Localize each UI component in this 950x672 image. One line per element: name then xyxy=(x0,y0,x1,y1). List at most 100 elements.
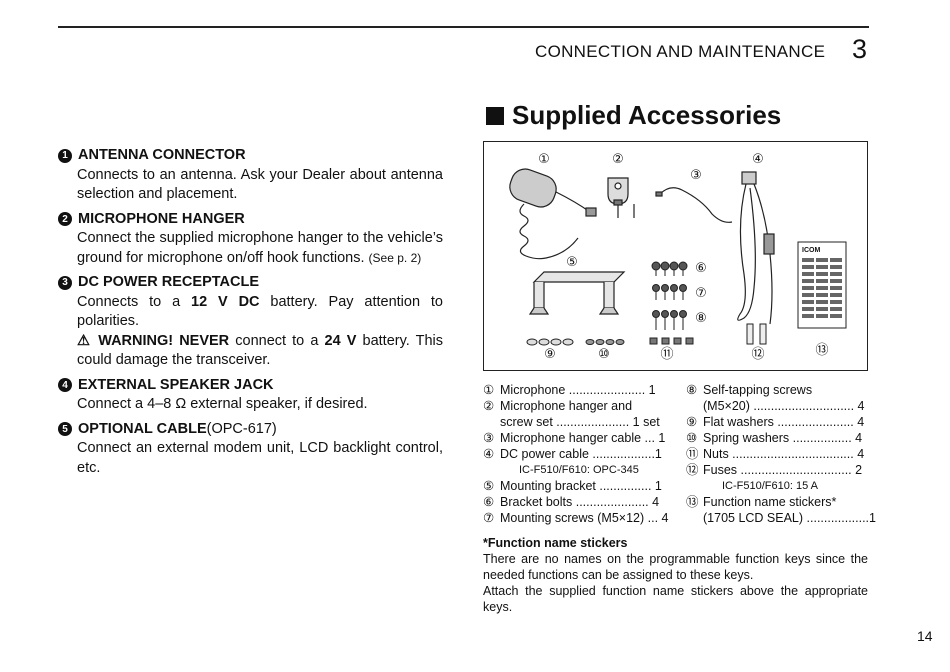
voltage-label: 24 V xyxy=(324,332,357,349)
item-text: IC-F510/F610: OPC-345 xyxy=(519,464,639,476)
figure-label: ⑩ xyxy=(598,347,610,362)
list-item: ⑬ Function name stickers* xyxy=(686,494,868,510)
item-number: ⑪ xyxy=(686,447,699,461)
section-title-text: Supplied Accessories xyxy=(512,100,782,130)
item-text: Mounting bracket ............... 1 xyxy=(500,479,662,493)
item-text: Bracket bolts ..................... 4 xyxy=(500,495,660,509)
item-text: (1705 LCD SEAL) ..................1 xyxy=(703,511,876,525)
item-text: IC-F510/F610: 15 A xyxy=(722,480,818,492)
item-text: Microphone hanger and xyxy=(500,399,633,413)
list-item: screw set ..................... 1 set xyxy=(483,414,668,430)
number-badge: 3 xyxy=(58,275,72,290)
hanger-cable-icon xyxy=(655,187,733,223)
note-paragraph: There are no names on the programmable f… xyxy=(483,552,868,582)
warning-text: battery. This could damage the transceiv… xyxy=(77,332,444,369)
square-bullet-icon xyxy=(486,106,504,125)
warning-text: connect to a xyxy=(229,332,325,349)
number-badge: 5 xyxy=(58,422,72,437)
description-text: Connects to a xyxy=(77,293,192,310)
item-text: screw set ..................... 1 set xyxy=(500,415,660,429)
item-number: ③ xyxy=(483,431,495,445)
figure-label: ③ xyxy=(690,168,702,183)
page-reference: (See p. 2) xyxy=(368,250,422,265)
mounting-screws-icon xyxy=(652,284,687,300)
connection-title: DC POWER RECEPTACLE xyxy=(78,274,259,290)
connection-item: 3 DC POWER RECEPTACLE Connects to a 12 V … xyxy=(58,273,443,371)
figure-label: ① xyxy=(538,152,550,167)
item-number: ⑥ xyxy=(483,495,495,509)
list-item: ⑦ Mounting screws (M5×12) ... 4 xyxy=(483,510,668,526)
item-text: Flat washers ...................... 4 xyxy=(703,415,865,429)
item-number: ⑨ xyxy=(686,415,698,429)
number-badge: 4 xyxy=(58,378,72,393)
function-stickers-note: *Function name stickers There are no nam… xyxy=(483,535,868,615)
item-text: DC power cable ..................1 xyxy=(500,447,662,461)
figure-label: ⑦ xyxy=(695,286,707,301)
note-title: *Function name stickers xyxy=(483,536,628,550)
figure-label: ⑨ xyxy=(544,347,556,362)
connection-description: Connects to a 12 V DC battery. Pay atten… xyxy=(77,293,443,371)
item-text: Fuses ................................ 2 xyxy=(703,463,863,477)
note-paragraph: Attach the supplied function name sticke… xyxy=(483,584,868,614)
nuts-icon xyxy=(649,337,694,345)
item-text: Mounting screws (M5×12) ... 4 xyxy=(500,511,669,525)
item-number: ⑦ xyxy=(483,511,495,525)
connection-description: Connect the supplied microphone hanger t… xyxy=(77,229,443,268)
description-text: Connect the supplied microphone hanger t… xyxy=(77,230,443,266)
warning-label: WARNING! NEVER xyxy=(98,332,230,349)
spring-washers-icon xyxy=(585,339,625,345)
figure-label: ⑧ xyxy=(695,311,707,326)
figure-label: ⑤ xyxy=(566,255,578,270)
figure-label: ⑬ xyxy=(815,343,828,358)
item-number: ④ xyxy=(483,447,495,461)
figure-label: ⑪ xyxy=(660,347,673,362)
item-text: (M5×20) ............................. 4 xyxy=(703,399,865,413)
list-item: ⑧ Self-tapping screws xyxy=(686,382,868,398)
figure-label: ④ xyxy=(752,152,764,167)
self-tapping-screws-icon xyxy=(652,310,687,330)
item-text: Function name stickers* xyxy=(703,495,837,509)
item-number: ⑧ xyxy=(686,383,698,397)
connection-title-suffix: (OPC-617) xyxy=(206,420,277,437)
connection-title: MICROPHONE HANGER xyxy=(78,210,245,227)
fuses-icon xyxy=(746,323,767,345)
section-heading: Supplied Accessories xyxy=(486,100,781,131)
list-item: IC-F510/F610: OPC-345 xyxy=(483,462,668,478)
item-number: ⑩ xyxy=(686,431,698,445)
item-text: Spring washers ................. 4 xyxy=(703,431,863,445)
mounting-bracket-icon xyxy=(528,271,626,315)
bracket-bolts-icon xyxy=(651,261,688,276)
item-number: ⑤ xyxy=(483,479,495,493)
connection-title: OPTIONAL CABLE xyxy=(78,420,207,437)
list-item: ⑨ Flat washers ...................... 4 xyxy=(686,414,868,430)
item-text: Self-tapping screws xyxy=(703,383,813,397)
list-item: ⑥ Bracket bolts ..................... 4 xyxy=(483,494,668,510)
description-text: battery. Pay attention to polarities. xyxy=(77,293,443,330)
list-item: ⑩ Spring washers ................. 4 xyxy=(686,430,868,446)
accessories-illustration: ① ② ③ ④ ⑤ ⑥ ⑦ ⑧ ⑨ ⑩ ⑪ ⑫ ⑬ xyxy=(483,141,868,371)
accessories-list-right: ⑧ Self-tapping screws (M5×20) ...........… xyxy=(686,382,876,526)
voltage-label: 12 V DC xyxy=(191,293,260,310)
figure-label: ② xyxy=(612,152,624,167)
chapter-title: CONNECTION AND MAINTENANCE xyxy=(535,42,826,61)
microphone-hanger-icon xyxy=(607,177,635,218)
list-item: ⑤ Mounting bracket ............... 1 xyxy=(483,478,668,494)
item-number: ⑬ xyxy=(686,495,699,509)
list-item: ④ DC power cable ..................1 xyxy=(483,446,668,462)
flat-washers-icon xyxy=(526,338,574,346)
chapter-number: 3 xyxy=(852,34,868,64)
microphone-icon xyxy=(509,168,597,260)
figure-label: ⑫ xyxy=(751,347,764,362)
connection-description: Connects to an antenna. Ask your Dealer … xyxy=(77,166,443,203)
item-text: Microphone hanger cable ... 1 xyxy=(500,431,666,445)
figure-label: ⑥ xyxy=(695,261,707,276)
accessories-drawing: ① ② ③ ④ ⑤ ⑥ ⑦ ⑧ ⑨ ⑩ ⑪ ⑫ ⑬ xyxy=(509,152,847,362)
item-text: Nuts ...................................… xyxy=(703,447,865,461)
